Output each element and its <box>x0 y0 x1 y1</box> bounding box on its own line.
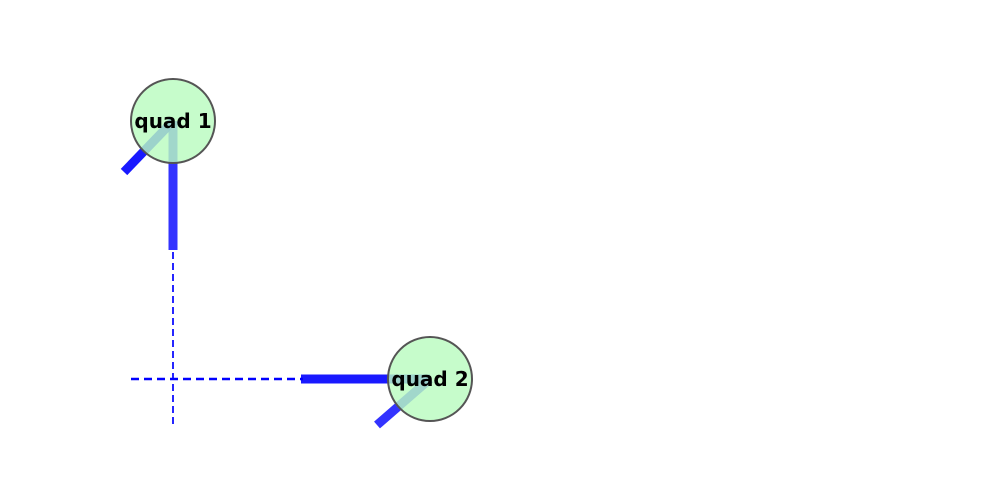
dashed-guides <box>131 252 303 426</box>
node-circle <box>387 336 473 422</box>
node-label: quad 2 <box>391 367 468 391</box>
node-circle <box>130 78 216 164</box>
node-label: quad 1 <box>134 109 211 133</box>
node-quad-2[interactable]: quad 2 <box>387 336 473 422</box>
node-quad-1[interactable]: quad 1 <box>130 78 216 164</box>
